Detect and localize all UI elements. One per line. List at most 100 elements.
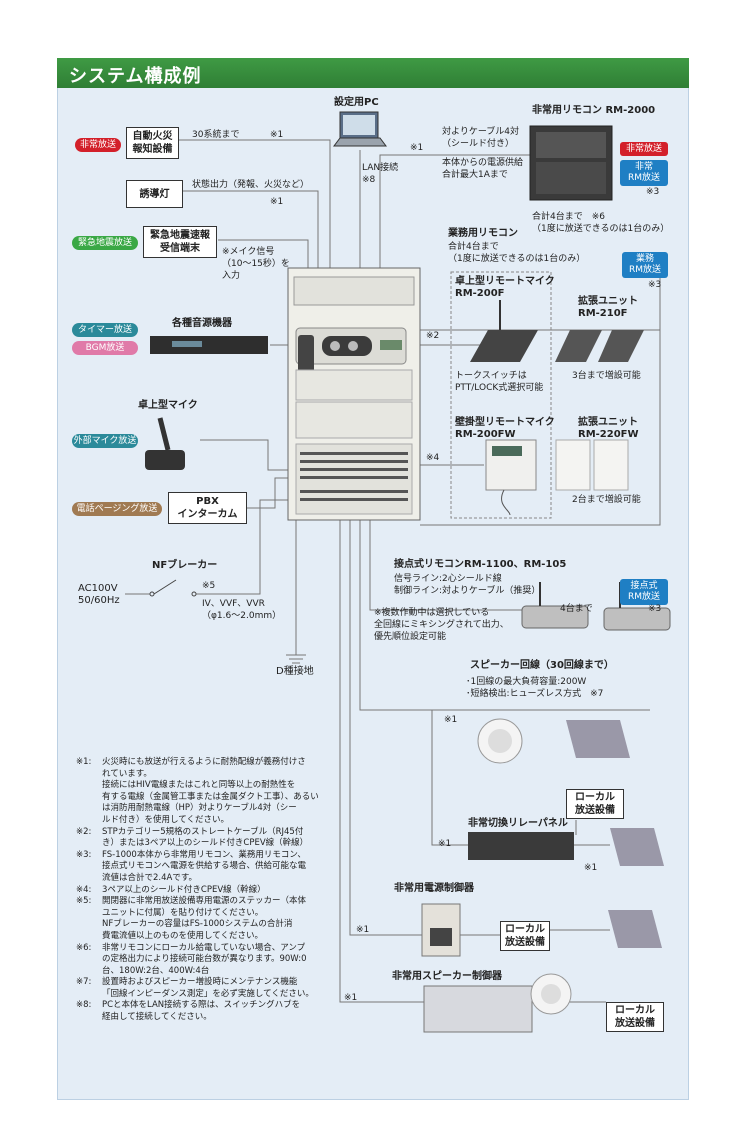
- fire-alarm-box: 自動火災 報知設備: [126, 127, 179, 159]
- mic-title: 卓上型マイク: [138, 400, 198, 411]
- badge-timer: タイマー放送: [72, 323, 138, 337]
- local-box-3: ローカル 放送設備: [606, 1002, 664, 1032]
- page-title: システム構成例: [69, 66, 202, 87]
- footnote-key: ※8:: [76, 1000, 92, 1011]
- speaker-desc: ･1回線の最大負荷容量:200W ･短絡検出:ヒューズレス方式 ※7: [466, 677, 604, 699]
- rack-illustration: [150, 336, 268, 354]
- fire-note: ※1: [270, 130, 284, 140]
- rm2000-cable: 対よりケーブル4対 （シールド付き）: [442, 127, 520, 149]
- rm2000-note3: ※3: [646, 187, 660, 197]
- contact-title: 接点式リモコンRM-1100、RM-105: [394, 559, 567, 570]
- rm220fw-title: 拡張ユニット RM-220FW: [578, 417, 639, 440]
- breaker-note: ※5: [202, 581, 216, 591]
- footnote-text: 火災時にも放送が行えるように耐熱配線が義務付けさ れています。 接続にはHIV電…: [102, 757, 319, 825]
- speaker-note1e: ※1: [344, 993, 358, 1003]
- badge-contact: 接点式 RM放送: [620, 579, 668, 605]
- footnote-key: ※5:: [76, 896, 92, 907]
- speaker-note1a: ※1: [444, 715, 458, 725]
- desk-mic-illustration: [145, 417, 185, 470]
- contact-remote-illustration: [521, 582, 671, 631]
- footnote: ※5: 開閉器に非常用放送設備専用電源のステッカー（本体 ユニットに付属）を貼り付…: [76, 896, 336, 942]
- footnote: ※1: 火災時にも放送が行えるように耐熱配線が義務付けさ れています。 接続にはH…: [76, 757, 336, 827]
- rm2000-illustration: [529, 125, 613, 201]
- breaker-symbol: [149, 579, 197, 597]
- speaker-note1d: ※1: [356, 925, 370, 935]
- quake-desc: ※メイク信号 （10～15秒）を 入力: [222, 247, 290, 281]
- badge-rm2000-emergency: 非常放送: [620, 142, 668, 156]
- title-bar: システム構成例: [57, 58, 689, 88]
- contact-note: ※複数作動中は選択している 全回線にミキシングされて出力、 優先順位設定可能: [374, 608, 509, 642]
- business-note3: ※3: [648, 280, 662, 290]
- rm210f-desc: 3台まで増設可能: [572, 371, 641, 381]
- footnote-key: ※2:: [76, 826, 92, 837]
- rm2000-power: 本体からの電源供給 合計最大1Aまで: [442, 158, 524, 180]
- rm200fw-title: 壁掛型リモートマイク RM-200FW: [455, 417, 555, 440]
- footnote: ※2: STPカテゴリー5規格のストレートケーブル（RJ45付 き）または3ペア以…: [76, 827, 336, 850]
- speaker-note1b: ※1: [438, 839, 452, 849]
- sources-title: 各種音源機器: [172, 318, 232, 329]
- badge-paging: 電話ページング放送: [72, 502, 162, 516]
- fire-desc: 30系統まで: [192, 130, 240, 140]
- main-note2: ※2: [426, 331, 440, 341]
- rm2000-title: 非常用リモコン RM-2000: [532, 105, 656, 116]
- breaker-title: NFブレーカー: [152, 560, 218, 571]
- footnote-text: STPカテゴリー5規格のストレートケーブル（RJ45付 き）または3ペア以上のシ…: [102, 826, 309, 849]
- business-count: 合計4台まで （1度に放送できるのは1台のみ）: [448, 242, 586, 264]
- contact-count: 4台まで: [560, 604, 593, 614]
- footnote: ※7: 設置時およびスピーカー増設時にメンテナンス機能 「回線インピーダンス測定」…: [76, 977, 336, 1000]
- footnote: ※4: 3ペア以上のシールド付きCPEV線（幹線）: [76, 885, 336, 897]
- rm200f-illustration: [470, 300, 644, 362]
- speaker-title: スピーカー回線（30回線まで）: [470, 660, 614, 671]
- breaker-cable: IV、VVF、VVR （φ1.6～2.0mm）: [202, 599, 282, 621]
- pc-link: LAN接続 ※8: [362, 163, 399, 185]
- footnote-text: 非常リモコンにローカル給電していない場合、アンプ の定格出力により接続可能台数が…: [102, 942, 307, 976]
- badge-bgm: BGM放送: [72, 341, 138, 355]
- speaker-note1c: ※1: [584, 863, 598, 873]
- footnote-key: ※6:: [76, 942, 92, 953]
- speaker-illustrations: [421, 718, 664, 1033]
- footnote-key: ※7:: [76, 977, 92, 988]
- footnote-text: 開閉器に非常用放送設備専用電源のステッカー（本体 ユニットに付属）を貼り付けてく…: [102, 896, 307, 941]
- footnote-key: ※3:: [76, 849, 92, 860]
- business-title: 業務用リモコン: [448, 228, 518, 239]
- quake-box: 緊急地震速報 受信端末: [143, 226, 217, 258]
- footnote-text: 3ペア以上のシールド付きCPEV線（幹線）: [102, 884, 266, 895]
- guide-light-box: 誘導灯: [126, 180, 183, 208]
- speaker-ctrl-title: 非常用スピーカー制御器: [392, 971, 502, 982]
- footnotes: ※1: 火災時にも放送が行えるように耐熱配線が義務付けさ れています。 接続にはH…: [76, 757, 336, 1024]
- footnote-key: ※4:: [76, 884, 92, 895]
- power-ctrl-title: 非常用電源制御器: [394, 883, 474, 894]
- footnote-text: 設置時およびスピーカー増設時にメンテナンス機能 「回線インピーダンス測定」を必ず…: [102, 977, 314, 999]
- main-note1: ※1: [410, 143, 424, 153]
- rm220fw-desc: 2台まで増設可能: [572, 495, 641, 505]
- power-spec: AC100V 50/60Hz: [78, 583, 120, 606]
- guide-desc: 状態出力（発報、火災など）: [192, 180, 310, 190]
- rm200fw-illustration: [485, 439, 629, 516]
- footnote: ※8: PCと本体をLAN接続する際は、スイッチングハブを 経由して接続してくださ…: [76, 1000, 336, 1023]
- main-unit-illustration: [287, 267, 421, 521]
- contact-note3: ※3: [648, 604, 662, 614]
- footnote-key: ※1:: [76, 757, 92, 767]
- ground-label: D種接地: [276, 666, 314, 677]
- badge-rm2000-blue: 非常 RM放送: [620, 160, 668, 186]
- pc-title: 設定用PC: [334, 97, 379, 108]
- rm2000-count: 合計4台まで ※6 （1度に放送できるのは1台のみ）: [532, 212, 670, 234]
- badge-emergency: 非常放送: [75, 138, 121, 152]
- badge-quake: 緊急地震放送: [72, 236, 138, 250]
- local-box-1: ローカル 放送設備: [566, 789, 624, 819]
- relay-title: 非常切換リレーパネル: [468, 818, 568, 829]
- footnote-text: FS-1000本体から非常用リモコン、業務用リモコン、 接点式リモコンへ電源を供…: [102, 849, 307, 883]
- pbx-box: PBX インターカム: [168, 492, 247, 524]
- rm210f-title: 拡張ユニット RM-210F: [578, 296, 638, 319]
- main-note4: ※4: [426, 453, 440, 463]
- badge-ext-mic: 外部マイク放送: [72, 434, 138, 448]
- badge-business: 業務 RM放送: [622, 252, 668, 278]
- pc-illustration: [333, 111, 387, 147]
- footnote: ※6: 非常リモコンにローカル給電していない場合、アンプ の定格出力により接続可能…: [76, 943, 336, 978]
- rm200f-desc: トークスイッチは PTT/LOCK式選択可能: [455, 371, 544, 393]
- footnote-text: PCと本体をLAN接続する際は、スイッチングハブを 経由して接続してください。: [102, 1000, 301, 1023]
- contact-signal: 信号ライン:2心シールド線 制御ライン:対よりケーブル（推奨）: [394, 574, 541, 596]
- local-box-2: ローカル 放送設備: [500, 921, 550, 951]
- footnote: ※3: FS-1000本体から非常用リモコン、業務用リモコン、 接点式リモコンへ電…: [76, 850, 336, 885]
